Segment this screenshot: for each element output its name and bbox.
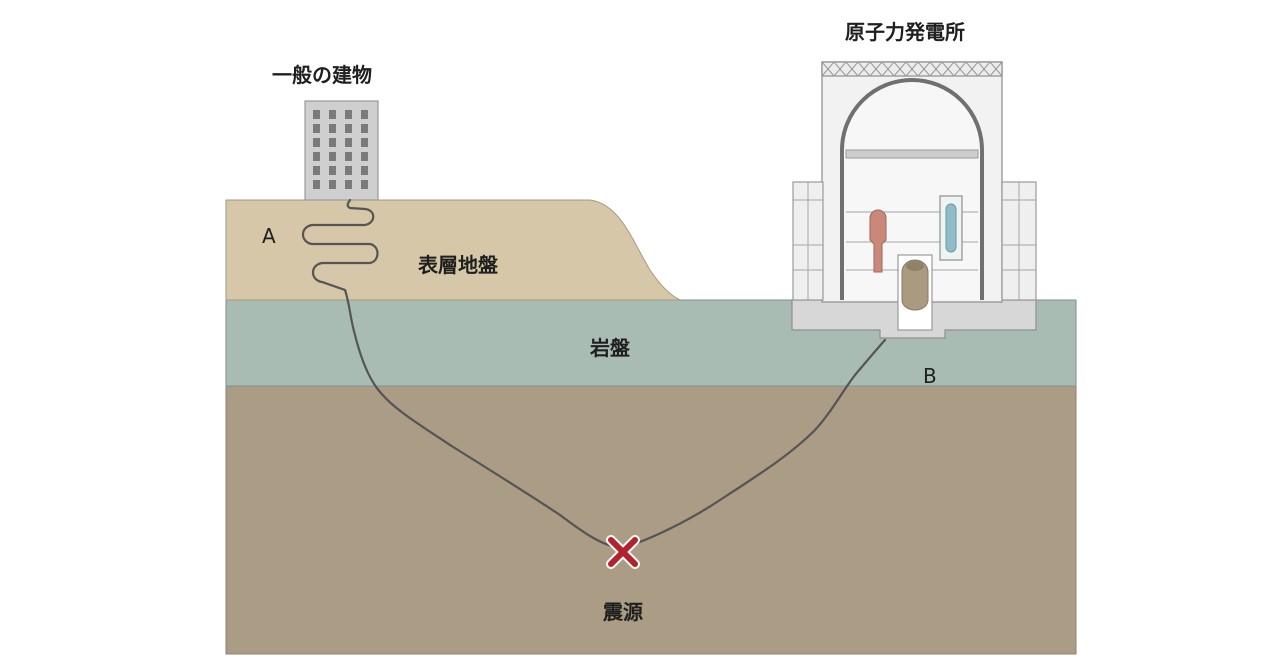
building-window (345, 152, 352, 161)
building-window (329, 180, 336, 189)
building-window (329, 166, 336, 175)
building-window (313, 152, 320, 161)
seismic-wave-to-a (301, 198, 622, 550)
building-window (329, 138, 336, 147)
building-window (329, 110, 336, 119)
building-window (345, 124, 352, 133)
building-window (329, 152, 336, 161)
building-window (313, 180, 320, 189)
building-title: 一般の建物 (272, 63, 372, 87)
point-a-label: A (262, 224, 276, 248)
building-window (313, 110, 320, 119)
building-window (361, 180, 368, 189)
building-window (313, 138, 320, 147)
building-window (361, 152, 368, 161)
building-window (361, 138, 368, 147)
building-window (345, 110, 352, 119)
plant-title: 原子力発電所 (845, 20, 965, 44)
building-window (345, 180, 352, 189)
nuclear-power-plant-icon (791, 61, 1037, 339)
surface-layer-label: 表層地盤 (418, 253, 498, 277)
bedrock-label: 岩盤 (590, 336, 630, 360)
hypocenter-label: 震源 (603, 600, 643, 624)
deep-ground-layer (225, 385, 1077, 655)
building-window (361, 124, 368, 133)
x-mark-icon (606, 535, 640, 569)
office-building-icon (304, 100, 379, 201)
building-window (361, 110, 368, 119)
point-b-label: B (923, 364, 937, 388)
building-window (345, 166, 352, 175)
building-window (313, 166, 320, 175)
building-window (345, 138, 352, 147)
surface-layer (225, 199, 681, 301)
building-window (361, 166, 368, 175)
building-window (329, 124, 336, 133)
building-window (313, 124, 320, 133)
seismic-wave-to-b (620, 338, 887, 550)
